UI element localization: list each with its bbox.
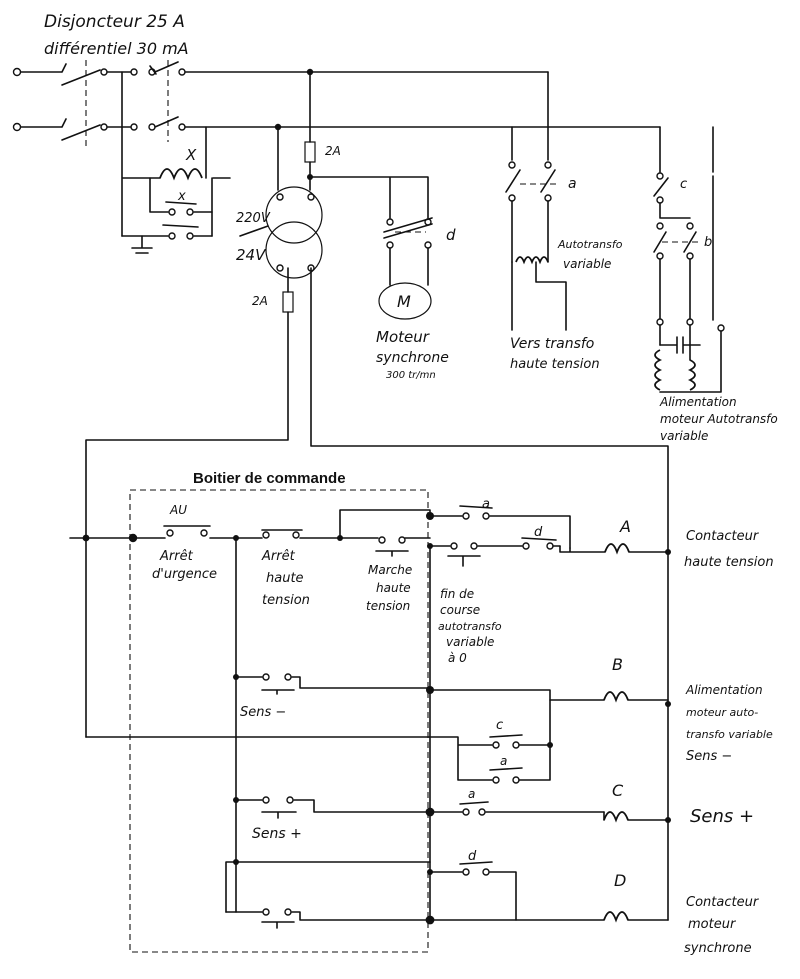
contacteur-ht-line1: Contacteur xyxy=(686,529,760,544)
breaker-label-line1: Disjoncteur 25 A xyxy=(44,12,185,32)
fin-course-line4: variable xyxy=(446,635,494,649)
autotransfo-label-line2: variable xyxy=(563,257,611,271)
contact-a-top-label: a xyxy=(568,176,577,192)
contact-b-top-label: b xyxy=(704,235,712,250)
motor-icon xyxy=(378,282,432,320)
contacteur-ht-line2: haute tension xyxy=(684,555,774,570)
coil-a-label: A xyxy=(619,517,631,536)
motor-label-line2: synchrone xyxy=(376,350,449,366)
motor-label-line1: Moteur xyxy=(376,328,430,346)
transformer-primary-icon xyxy=(265,186,323,244)
contact-a-ctrl-label: a xyxy=(482,497,490,512)
mains-terminal-1 xyxy=(12,67,22,77)
arret-ht-line2: haute xyxy=(266,571,304,586)
relay-x-label: X xyxy=(185,146,197,164)
control-box: Boitier de commande xyxy=(129,470,429,953)
vers-transfo-line1: Vers transfo xyxy=(510,336,594,352)
control-box-title: Boitier de commande xyxy=(193,470,346,487)
control-box-border xyxy=(129,489,429,953)
synchronous-motor-section: d M Moteur synchrone 300 tr/mn xyxy=(309,176,456,381)
fin-course-line3: autotransfo xyxy=(438,620,502,633)
marche-line3: tension xyxy=(366,599,410,613)
contact-a-c-label: a xyxy=(468,787,475,801)
alim-top-line1: Alimentation xyxy=(659,395,737,409)
alim-b-line4: Sens − xyxy=(686,749,732,764)
motor-label-line3: 300 tr/mn xyxy=(386,370,436,381)
rung-a: AU Arrêt d'urgence Arrêt haute tension M… xyxy=(69,497,774,665)
rung-c: Sens + a C Sens + xyxy=(233,781,754,842)
alim-b-line3: transfo variable xyxy=(686,728,773,741)
breaker-label-line2: différentiel 30 mA xyxy=(44,39,189,58)
mains-terminal-2 xyxy=(12,122,22,132)
rung-b: Sens − B Alimentation moteur auto- trans… xyxy=(85,537,773,923)
fin-course-line2: course xyxy=(440,603,480,617)
alim-b-line2: moteur auto- xyxy=(686,706,758,719)
volt-24-label: 24V xyxy=(236,246,267,264)
au-label: AU xyxy=(169,503,187,517)
contact-d-d-label: d xyxy=(468,849,477,864)
contact-c-b-label: c xyxy=(496,718,503,733)
volt-220-label: 220V xyxy=(236,211,271,226)
arret-urgence-line2: d'urgence xyxy=(152,567,217,582)
breaker-section: Disjoncteur 25 A différentiel 30 mA X x xyxy=(12,12,661,254)
fin-course-line5: à 0 xyxy=(448,651,467,665)
sens-minus-label: Sens − xyxy=(240,705,286,720)
control-transformer: 2A 220V 24V 2A xyxy=(85,71,669,921)
alim-b-line1: Alimentation xyxy=(685,683,763,697)
contacteur-ms-line1: Contacteur xyxy=(686,895,760,910)
arret-ht-line1: Arrêt xyxy=(261,549,296,564)
autotransfo-motor-section: c b Alimentation moteur Autotransfo vari… xyxy=(653,126,778,443)
fuse-top-icon xyxy=(304,141,316,163)
autotransformer-section: a Autotransfo variable Vers transfo haut… xyxy=(505,71,623,372)
sens-plus-right-label: Sens + xyxy=(690,806,754,827)
contacteur-ms-line2: moteur xyxy=(688,917,737,932)
contact-a-b-label: a xyxy=(500,754,507,768)
sens-plus-label: Sens + xyxy=(252,826,302,842)
vers-transfo-line2: haute tension xyxy=(510,357,600,372)
contact-x-label: x xyxy=(177,189,186,204)
fin-course-line1: fin de xyxy=(440,587,474,601)
fuse-bottom-label: 2A xyxy=(252,294,268,308)
coil-d-label: D xyxy=(614,871,626,890)
autotransfo-label-line1: Autotransfo xyxy=(557,238,623,251)
fuse-bottom-icon xyxy=(282,291,294,313)
contacteur-ms-line3: synchrone xyxy=(684,941,752,956)
contact-d-ctrl-label: d xyxy=(534,525,543,540)
alim-top-line3: variable xyxy=(660,429,708,443)
coil-c-label: C xyxy=(612,781,624,800)
fuse-top-label: 2A xyxy=(325,144,341,158)
marche-line1: Marche xyxy=(368,563,412,577)
motor-letter: M xyxy=(397,292,411,311)
contact-d-top-label: d xyxy=(446,226,456,244)
contact-c-top-label: c xyxy=(680,177,687,192)
transformer-secondary-icon xyxy=(265,221,323,279)
alim-top-line2: moteur Autotransfo xyxy=(660,412,778,426)
rung-d: d D Contacteur moteur synchrone xyxy=(225,849,760,956)
marche-line2: haute xyxy=(376,581,411,595)
arret-ht-line3: tension xyxy=(262,593,310,608)
coil-b-label: B xyxy=(612,655,623,674)
arret-urgence-line1: Arrêt xyxy=(159,549,194,564)
